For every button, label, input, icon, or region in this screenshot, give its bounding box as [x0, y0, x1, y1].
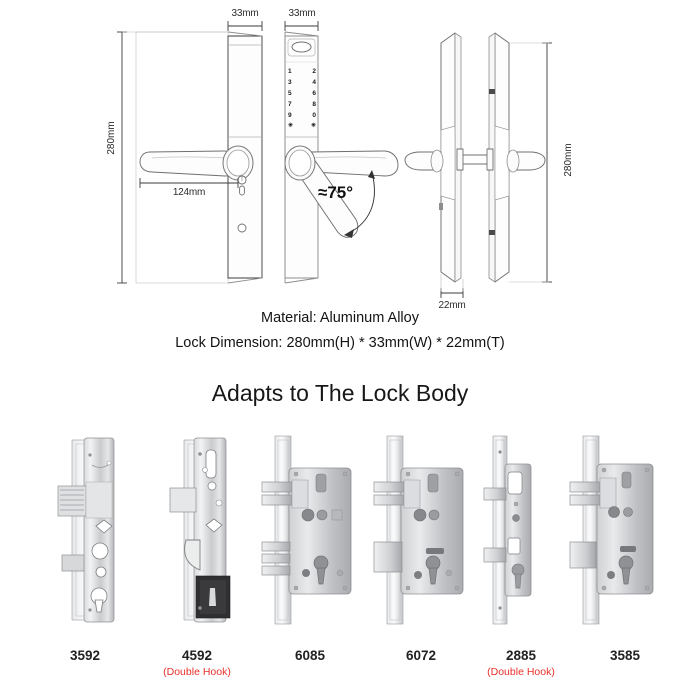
screw-hole-left — [237, 223, 247, 233]
lock-body-3585 — [569, 435, 654, 625]
keypad-digits: 1 2 3 4 5 6 7 8 9 0 ✳ ✳ — [288, 66, 316, 132]
dim-label-33mm-keypad: 33mm — [288, 8, 316, 19]
keypad-key-6[interactable]: 6 — [312, 90, 316, 97]
dim-line-280mm-right — [509, 42, 552, 283]
dim-line-280mm-left — [117, 31, 230, 284]
dim-line-124mm — [139, 178, 239, 188]
keypad-key-star-right[interactable]: ✳ — [310, 123, 316, 129]
dim-label-22mm: 22mm — [438, 300, 466, 311]
angle-arc-75 — [344, 170, 375, 238]
lock-body-note-4592: (Double Hook) — [163, 666, 231, 678]
technical-drawing — [117, 21, 552, 298]
lock-body-6072 — [373, 435, 464, 625]
keypad-key-4[interactable]: 4 — [312, 79, 316, 86]
keypad-key-7[interactable]: 7 — [288, 101, 292, 108]
door-handle-left — [139, 145, 254, 181]
lock-body-4592 — [169, 437, 231, 623]
dim-line-33mm-keypad — [284, 21, 319, 31]
dim-label-280mm-right: 280mm — [563, 143, 574, 177]
lock-body-note-2885: (Double Hook) — [487, 666, 555, 678]
side-view-assembly — [404, 32, 546, 283]
section-title: Adapts to The Lock Body — [211, 380, 469, 406]
angle-label-75: ≈75° — [318, 183, 354, 202]
lock-body-label-6072: 6072 — [405, 648, 437, 663]
keypad-key-3[interactable]: 3 — [288, 79, 292, 86]
keypad-key-0[interactable]: 0 — [312, 112, 316, 119]
lock-body-label-3585: 3585 — [609, 648, 641, 663]
lock-body-2885 — [483, 435, 532, 625]
dim-label-124mm: 124mm — [172, 187, 206, 198]
lock-body-3592 — [57, 437, 115, 623]
keypad-key-9[interactable]: 9 — [288, 112, 292, 119]
material-line: Material: Aluminum Alloy — [261, 310, 419, 326]
keypad-key-8[interactable]: 8 — [312, 101, 316, 108]
lock-dimension-line: Lock Dimension: 280mm(H) * 33mm(W) * 22m… — [175, 335, 505, 351]
keypad-key-star-left[interactable]: ✳ — [288, 123, 294, 129]
keypad-key-1[interactable]: 1 — [288, 68, 292, 75]
lock-body-gallery — [57, 435, 654, 625]
lock-body-label-4592: 4592 — [181, 648, 213, 663]
dim-line-33mm-front — [227, 21, 263, 31]
lock-body-label-3592: 3592 — [69, 648, 101, 663]
lock-body-label-2885: 2885 — [505, 648, 537, 663]
keypad-key-5[interactable]: 5 — [288, 90, 292, 97]
dim-line-22mm — [440, 274, 464, 298]
keyhole-left — [237, 175, 247, 196]
keypad-key-2[interactable]: 2 — [312, 68, 316, 75]
lock-body-6085 — [261, 435, 352, 625]
dim-label-33mm-front: 33mm — [231, 8, 259, 19]
lock-body-label-6085: 6085 — [294, 648, 326, 663]
dim-label-280mm-left: 280mm — [106, 121, 117, 155]
door-handle-middle — [284, 145, 399, 238]
